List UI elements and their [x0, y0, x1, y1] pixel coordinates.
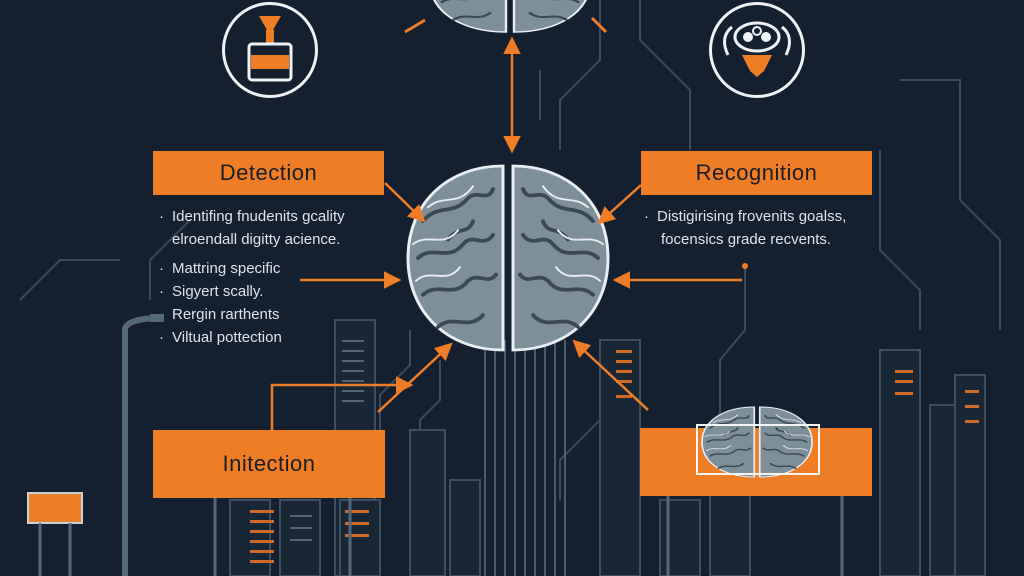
recognition-box: Recognition [641, 151, 872, 195]
top-brain [428, 0, 592, 34]
mask-face-icon [723, 21, 791, 77]
injection-label: Initection [222, 451, 316, 476]
top-left-icon-circle [222, 2, 318, 98]
detection-line-2: elroendall digitty acience. [172, 231, 341, 248]
small-billboard [27, 492, 83, 576]
building-windows [250, 350, 979, 563]
dim-windows [290, 340, 364, 541]
detection-list: Mattring specific Sigyert scally. Rergin… [159, 257, 282, 349]
detection-line-3: Mattring specific [159, 257, 282, 280]
brain-billboard [640, 428, 872, 496]
recognition-line-1: Distigirising frovenits goalss, [644, 205, 846, 228]
street-lamp [122, 314, 164, 576]
top-right-icon-circle [709, 2, 805, 98]
flow-arrows [270, 36, 742, 430]
detection-label: Detection [219, 160, 318, 185]
detection-description: Identifing fnudenits gcality elroendall … [159, 205, 345, 251]
detection-line-4: Sigyert scally. [159, 280, 282, 303]
neural-lines [484, 340, 566, 576]
recognition-line-2: focensics grade recvents. [661, 231, 832, 248]
injection-box: Initection [153, 430, 385, 498]
detection-line-1: Identifing fnudenits gcality [159, 205, 345, 228]
recognition-label: Recognition [695, 160, 818, 185]
central-brain [406, 164, 610, 352]
recognition-description: Distigirising frovenits goalss, focensic… [644, 205, 846, 251]
detection-box: Detection [153, 151, 384, 195]
hourglass-jar-icon [247, 16, 293, 82]
detection-line-6: Viltual pottection [159, 326, 282, 349]
detection-line-5: Rergin rarthents [172, 306, 280, 323]
